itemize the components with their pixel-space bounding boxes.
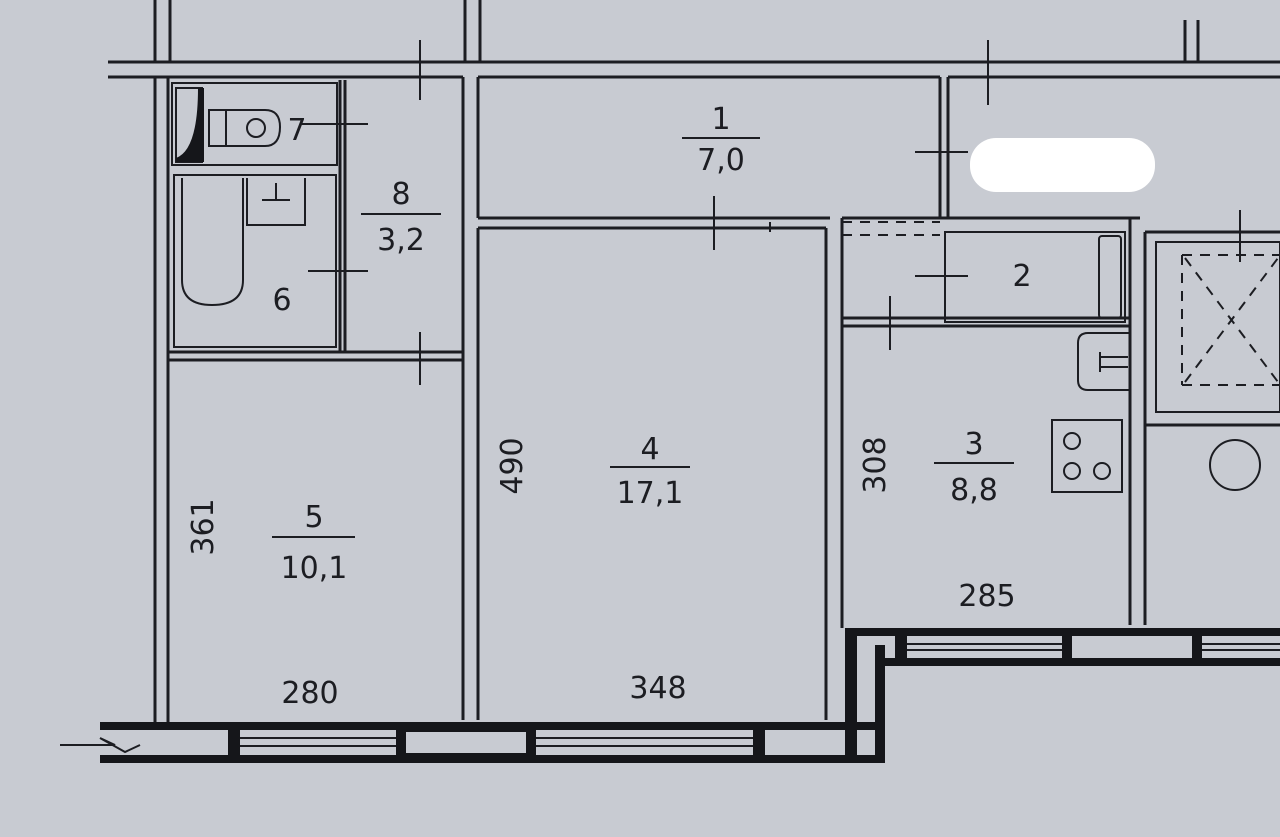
room-1-label: 1 7,0 bbox=[682, 102, 760, 178]
bathtub-icon bbox=[181, 178, 244, 307]
exterior-wall-bottom bbox=[60, 628, 1280, 763]
room-number: 4 bbox=[640, 432, 659, 467]
room-number: 5 bbox=[304, 500, 323, 535]
room-7-number: 7 bbox=[287, 113, 306, 148]
room-area: 17,1 bbox=[617, 476, 684, 511]
stove-icon bbox=[1051, 419, 1123, 493]
room-area: 7,0 bbox=[697, 143, 745, 178]
room-area: 8,8 bbox=[950, 473, 998, 508]
kitchen-fixtures bbox=[1051, 235, 1280, 493]
dim-room5-height: 361 bbox=[186, 498, 221, 555]
room-area: 10,1 bbox=[281, 551, 348, 586]
dim-room4-width: 348 bbox=[629, 671, 686, 706]
toilet-icon bbox=[208, 109, 282, 147]
sink-icon bbox=[246, 178, 306, 226]
dim-room5-width: 280 bbox=[281, 676, 338, 711]
dimension-ticks bbox=[300, 40, 1241, 385]
dim-room3-width: 285 bbox=[958, 579, 1015, 614]
redaction-blob bbox=[970, 138, 1155, 192]
room-number: 3 bbox=[964, 427, 983, 462]
room-8-label: 8 3,2 bbox=[361, 177, 441, 258]
room-number: 8 bbox=[391, 177, 410, 212]
dim-room3-height: 308 bbox=[858, 436, 893, 493]
room-3-label: 3 8,8 bbox=[934, 427, 1014, 508]
room-4-label: 4 17,1 bbox=[610, 432, 690, 511]
room-number: 1 bbox=[711, 102, 730, 137]
kitchen-sink-icon bbox=[1077, 332, 1130, 391]
room-2-number: 2 bbox=[1012, 259, 1031, 294]
room-area: 3,2 bbox=[377, 223, 425, 258]
bathroom-fixtures bbox=[171, 82, 338, 348]
room-6-number: 6 bbox=[272, 283, 291, 318]
room-5-label: 5 10,1 bbox=[272, 500, 355, 586]
dim-room4-height: 490 bbox=[495, 437, 530, 494]
